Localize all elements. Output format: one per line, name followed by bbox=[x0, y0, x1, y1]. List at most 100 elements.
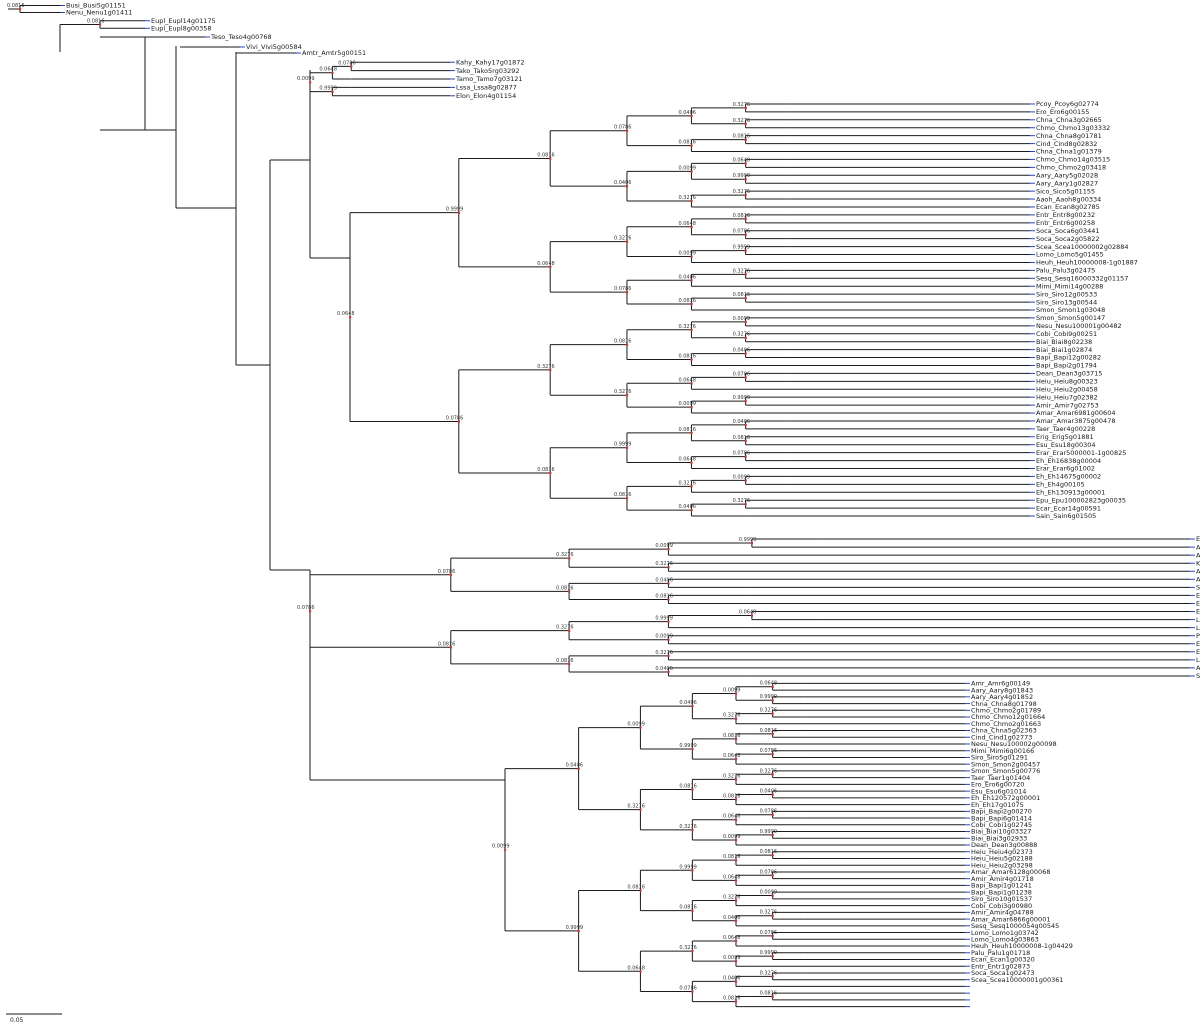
internal-node-marker bbox=[625, 185, 629, 188]
leaf-label: Entr_Entr6g00258 bbox=[1036, 219, 1095, 227]
internal-node-marker bbox=[568, 662, 571, 666]
support-value: 0.0099 bbox=[678, 165, 696, 171]
support-value: 0.0816 bbox=[723, 996, 741, 1002]
support-value: 0.9999 bbox=[760, 829, 778, 835]
leaf-label: Chna_Chna8g01781 bbox=[1036, 132, 1102, 140]
leaf-label: Laca_Laca5g02400 bbox=[1196, 616, 1200, 624]
support-value: 0.3276 bbox=[760, 910, 778, 916]
internal-node-marker bbox=[691, 990, 694, 993]
support-value: 0.0099 bbox=[297, 76, 315, 82]
leaf-label: Aary_Aary4g01852 bbox=[971, 693, 1033, 701]
leaf-label: Sico_Sico5g01155 bbox=[1036, 187, 1095, 195]
leaf-label: Amar_Amar3875g00478 bbox=[1036, 417, 1115, 425]
support-value: 0.0648 bbox=[760, 681, 778, 687]
internal-node-marker bbox=[690, 255, 693, 258]
internal-node-marker bbox=[639, 889, 642, 892]
leaf-label: Nesu_Nesu100002g00098 bbox=[971, 740, 1057, 748]
leaf-label: Eh_Eh4g00105 bbox=[1036, 481, 1085, 489]
leaf-label: Laca_Laca5g00235 bbox=[1196, 656, 1200, 664]
internal-node-marker bbox=[690, 461, 693, 464]
support-value: 0.9999 bbox=[566, 925, 584, 931]
leaf-label: Biai_Biai3g02933 bbox=[971, 834, 1027, 842]
internal-node-marker bbox=[309, 81, 312, 84]
support-value: 0.0648 bbox=[723, 874, 741, 880]
leaf-label: Amir_Amir4g04788 bbox=[971, 909, 1034, 917]
leaf-label: Palu_Palu1g01718 bbox=[971, 949, 1030, 957]
internal-node-marker bbox=[349, 316, 352, 319]
support-value: 0.9999 bbox=[679, 743, 697, 749]
internal-node-marker bbox=[667, 638, 670, 641]
internal-node-marker bbox=[771, 699, 774, 702]
support-value: 0.3276 bbox=[760, 708, 778, 714]
leaf-label: Eh_Eh17g01075 bbox=[971, 801, 1024, 809]
internal-node-marker bbox=[690, 303, 693, 306]
leaf-label: Dean_Dean3g00888 bbox=[971, 841, 1037, 849]
leaf-label: Bapi_Bapi1g01241 bbox=[971, 882, 1032, 890]
support-value: 0.3276 bbox=[678, 195, 696, 201]
support-value: 0.0406 bbox=[733, 348, 751, 354]
tree-nodes bbox=[19, 8, 774, 1003]
leaf-label: Vivi_Vivi5g00584 bbox=[246, 43, 302, 51]
leaf-label: Biai_Biai8g02238 bbox=[1036, 338, 1092, 346]
internal-node-marker bbox=[750, 542, 754, 545]
support-value: 0.0648 bbox=[337, 311, 355, 317]
support-value: 0.0648 bbox=[627, 965, 645, 971]
leaf-label: Esrl_Esrl11g01429 bbox=[1196, 592, 1200, 600]
support-value: 0.0406 bbox=[733, 419, 751, 425]
internal-node-marker bbox=[667, 598, 670, 601]
support-value: 0.0099 bbox=[723, 955, 741, 961]
internal-node-marker bbox=[690, 509, 693, 512]
internal-node-marker bbox=[625, 240, 629, 243]
support-value: 0.3276 bbox=[760, 970, 778, 976]
support-value: 0.0816 bbox=[678, 140, 696, 146]
support-value: 0.0406 bbox=[566, 763, 584, 769]
leaf-label: Eh_Eh14675g00002 bbox=[1036, 473, 1101, 481]
internal-node-marker bbox=[331, 71, 334, 74]
support-value: 0.9999 bbox=[614, 442, 632, 448]
leaf-label: Sesq_Sesq16000332g01157 bbox=[1036, 275, 1128, 283]
internal-node-marker bbox=[744, 233, 747, 236]
internal-node-marker bbox=[771, 685, 774, 688]
internal-node-marker bbox=[350, 65, 353, 68]
internal-node-marker bbox=[504, 848, 507, 851]
internal-node-marker bbox=[625, 343, 629, 346]
support-value: 0.0648 bbox=[723, 935, 741, 941]
internal-node-marker bbox=[690, 358, 693, 361]
internal-node-marker bbox=[734, 798, 738, 801]
internal-node-marker bbox=[457, 420, 460, 423]
internal-node-marker bbox=[771, 773, 774, 776]
internal-node-marker bbox=[734, 1000, 738, 1003]
support-value: 0.0648 bbox=[678, 377, 696, 383]
leaf-label: Tamo_Tamo7g03121 bbox=[455, 75, 523, 83]
leaf-label: Taer_Taer1g01404 bbox=[970, 774, 1030, 782]
leaf-label: Cobi_Cobi1g02745 bbox=[971, 821, 1032, 829]
internal-node-marker bbox=[309, 610, 312, 613]
leaf-label: Nenu_Nenu1g01411 bbox=[66, 9, 132, 17]
leaf-label: Nesu_Nesu100001g00482 bbox=[1036, 322, 1122, 330]
leaf-label: Lomo_Lomo4g03863 bbox=[971, 935, 1039, 943]
leaf-label: Ecan_Ecan8g02785 bbox=[1036, 203, 1100, 211]
leaf-label: Heuh_Heuh10000008-1g04429 bbox=[971, 942, 1073, 950]
support-value: 0.3276 bbox=[679, 824, 697, 830]
support-value: 0.9999 bbox=[319, 86, 337, 92]
leaf-label: Epu_Epu100002823g00035 bbox=[1036, 496, 1126, 504]
leaf-label: Siro_Siro13g00544 bbox=[1036, 298, 1097, 306]
leaf-label: Cobi_Cobi3g00980 bbox=[971, 902, 1032, 910]
leaf-label: Heuh_Heuh10000008-1g01887 bbox=[1036, 259, 1138, 267]
leaf-label: Bapi_Bapi2g01794 bbox=[1036, 362, 1097, 370]
support-value: 0.3276 bbox=[733, 332, 751, 338]
leaf-label: Sain_Sain6g01505 bbox=[1036, 512, 1096, 520]
support-value: 0.0786 bbox=[760, 809, 778, 815]
support-value: 0.3276 bbox=[733, 189, 751, 195]
leaf-label: Elon_Elon4g01154 bbox=[456, 92, 516, 100]
support-value: 0.3276 bbox=[723, 713, 741, 719]
leaf-label: Arla_Arla11g01242 bbox=[1196, 543, 1200, 551]
leaf-label: Eh_Eh16838g00004 bbox=[1036, 457, 1101, 465]
internal-node-marker bbox=[577, 767, 580, 770]
internal-node-marker bbox=[734, 859, 738, 862]
support-value: 0.0816 bbox=[733, 213, 751, 219]
internal-node-marker bbox=[744, 352, 747, 355]
leaf-label: Smon_Smon5g00147 bbox=[1036, 314, 1105, 322]
support-value: 0.0816 bbox=[760, 849, 778, 855]
internal-node-marker bbox=[690, 114, 693, 118]
